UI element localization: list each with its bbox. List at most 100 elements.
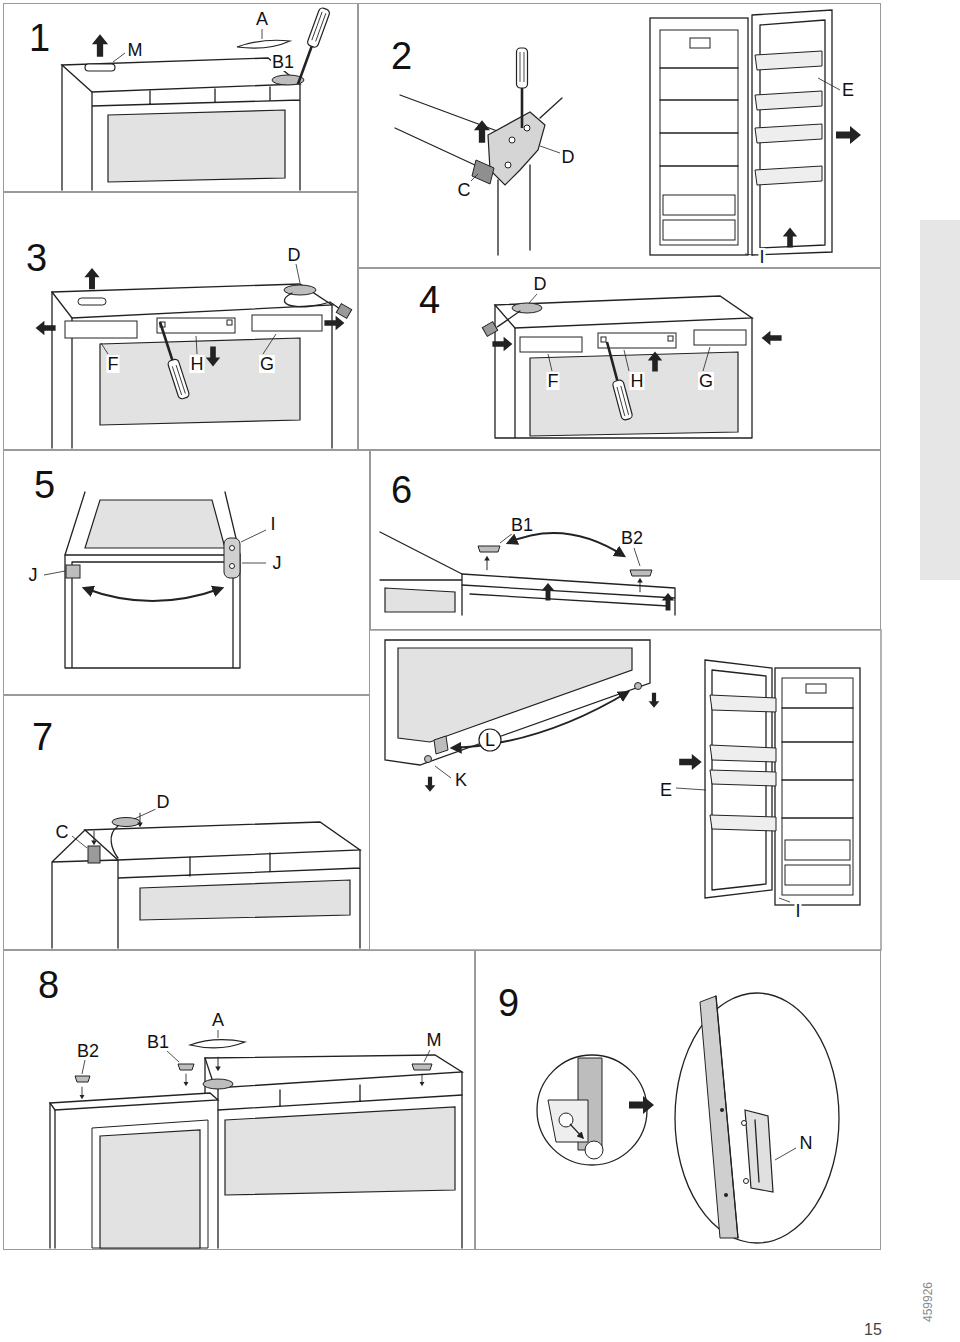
door-bottom-step7 [385, 640, 659, 792]
door-top-step6-part [380, 532, 462, 615]
fridge-open-right-part [663, 220, 735, 240]
fridge-open-left-part [710, 695, 776, 831]
side-tab [920, 220, 960, 580]
fridge-top-step3-part [284, 293, 340, 309]
fridge-open-right [650, 10, 861, 255]
door-top-step6-part [385, 588, 455, 612]
door-bottom-step7-part [435, 766, 451, 778]
part-label: M [127, 41, 144, 59]
fridge-top-step1-part [108, 110, 285, 182]
door-bottom-step7-part [385, 640, 650, 765]
fridge-bottom-step5-part [65, 555, 240, 668]
fridge-top-step3-part [157, 318, 235, 333]
fridge-open-left-part [782, 678, 853, 895]
door-bottom-step7-part [479, 729, 501, 751]
handle-detail-step9-part [700, 996, 738, 1238]
fridge-top-step7 [52, 809, 360, 948]
hinge-closeup-step2-part [472, 160, 494, 184]
fridge-top-step4-part [762, 331, 782, 345]
fridge-top-step8-part [420, 1074, 425, 1087]
fridge-top-step1-part [237, 40, 290, 48]
step-number: 6 [391, 471, 412, 509]
part-label: B2 [620, 529, 644, 547]
handle-detail-step9-part [745, 1110, 773, 1192]
part-label: B1 [510, 516, 534, 534]
fridge-top-step7-part [88, 846, 100, 863]
hinge-closeup-step2-part [474, 120, 490, 143]
fridge-top-step4-part [512, 303, 542, 313]
handle-detail-step9-part [755, 1120, 759, 1182]
part-label: J [28, 566, 39, 584]
fridge-top-step8-part [92, 1120, 208, 1248]
fridge-top-step7-part [91, 831, 97, 845]
fridge-open-left-part [785, 865, 850, 885]
fridge-bottom-step5-part [85, 500, 225, 548]
step-number: 5 [34, 466, 55, 504]
fridge-open-left-part [775, 668, 860, 905]
fridge-open-right-part [650, 18, 748, 255]
part-label: I [794, 902, 801, 920]
fridge-top-step1-part [85, 64, 115, 71]
door-top-step6-part [662, 593, 675, 611]
part-label: L [484, 731, 496, 749]
fridge-top-step3-part [227, 320, 232, 325]
step-number: 7 [32, 718, 53, 756]
door-bottom-step7-part [425, 756, 432, 763]
part-label: K [454, 771, 468, 789]
part-label: N [799, 1134, 814, 1152]
part-label: H [630, 372, 645, 390]
fridge-open-left-part [806, 684, 826, 693]
fridge-top-step8-part [80, 1087, 85, 1100]
handle-detail-step9-part [744, 1179, 749, 1184]
step-panel: 9 [475, 950, 881, 1250]
fridge-bottom-step5-part [230, 564, 235, 569]
part-label: I [758, 248, 765, 266]
handle-detail-step9-part [629, 1096, 654, 1114]
fridge-open-left-part [679, 754, 702, 770]
fridge-top-step8-part [205, 1055, 462, 1088]
fridge-open-left [676, 660, 860, 905]
step-number: 2 [391, 37, 412, 75]
door-bottom-step7-part [635, 683, 642, 690]
fridge-open-right-part [783, 228, 797, 248]
fridge-top-step1-part [293, 7, 331, 86]
fridge-open-right-part [690, 38, 710, 48]
panel-frame [370, 630, 881, 950]
fridge-top-step4-part [648, 352, 662, 372]
fridge-bottom-step5-part [65, 492, 240, 555]
fridge-top-step1 [62, 7, 331, 190]
handle-detail-step9-part [775, 1148, 796, 1160]
step-panel: 8 [3, 950, 475, 1250]
fridge-top-step4-part [529, 294, 710, 371]
hinge-closeup-step2-part [470, 146, 560, 182]
handle-detail-step9-part [585, 1141, 603, 1159]
door-bottom-step7-part [425, 777, 436, 792]
part-label: D [156, 793, 171, 811]
step-panel: 2 [358, 3, 881, 268]
fridge-top-step8-part [82, 1030, 430, 1074]
fridge-top-step8-part [50, 1093, 218, 1110]
fridge-top-step4-part [520, 337, 582, 352]
fridge-top-step4-part [602, 341, 633, 421]
fridge-bottom-step5 [44, 492, 266, 668]
door-bottom-step7-part [434, 736, 448, 754]
fridge-top-step3-part [336, 304, 351, 319]
fridge-top-step8-part [215, 1057, 221, 1071]
handle-detail-step9-part [724, 1193, 728, 1197]
step-panel: 3 [3, 192, 358, 450]
handle-detail-step9-part [742, 1121, 747, 1126]
step-panel: 5 [3, 450, 370, 695]
part-label: D [561, 148, 576, 166]
fridge-top-step8-part [225, 1107, 455, 1195]
part-label: B1 [146, 1033, 170, 1051]
fridge-top-step1-part [62, 58, 300, 92]
part-label: E [659, 781, 673, 799]
fridge-top-step8-part [218, 1085, 462, 1110]
fridge-top-step4 [482, 294, 781, 438]
fridge-top-step4-part [601, 337, 606, 342]
part-label: A [255, 10, 269, 28]
part-label: F [547, 372, 560, 390]
fridge-top-step3-part [206, 346, 220, 366]
fridge-top-step4-part [492, 337, 512, 351]
part-label: F [107, 355, 120, 373]
